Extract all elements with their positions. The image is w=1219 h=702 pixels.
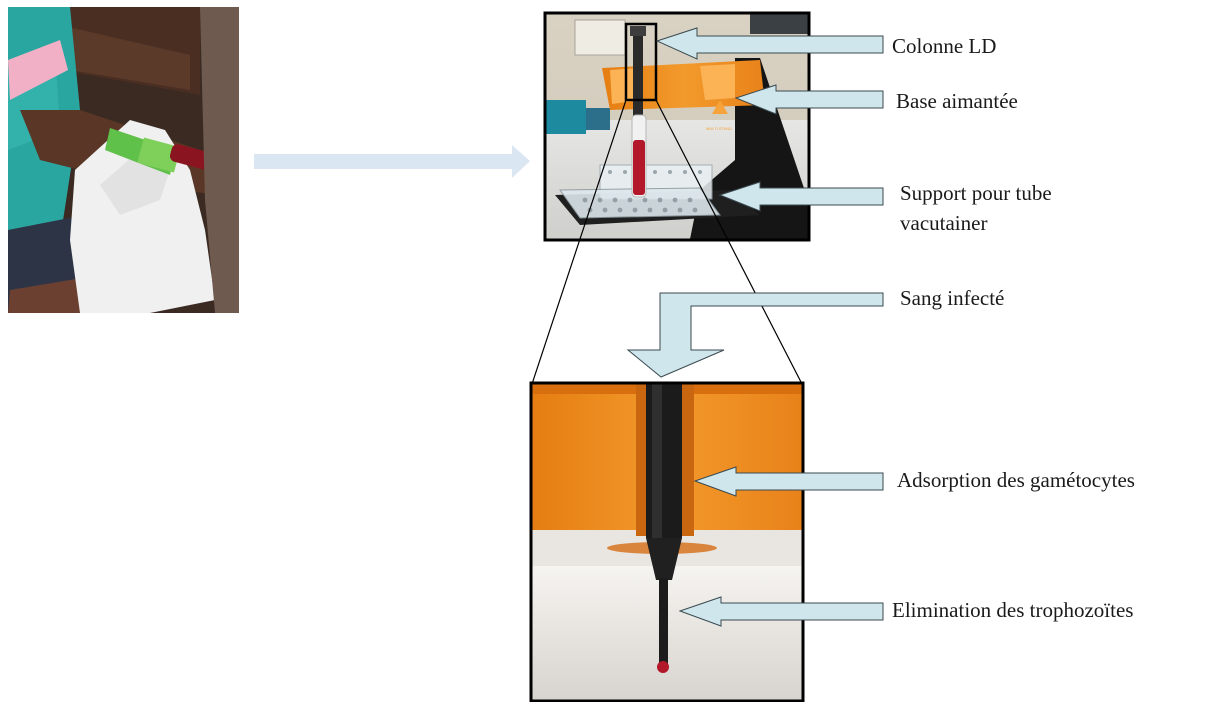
stand-logo-text: MULTI STAND [706, 126, 732, 131]
callout-arrow-colonne [655, 27, 884, 60]
label-support-line2: vacutainer [900, 211, 988, 235]
label-sang-infecte: Sang infecté [900, 286, 1005, 310]
photo-column-closeup [532, 384, 802, 700]
callout-arrow-elimination [678, 596, 884, 627]
label-colonne-ld: Colonne LD [892, 34, 997, 58]
photo-frame-stand [543, 11, 811, 242]
callout-arrow-base [734, 84, 884, 115]
callout-arrow-support [718, 181, 884, 212]
photo-blood-draw [8, 7, 239, 313]
zoom-lines [531, 99, 803, 385]
callout-arrow-adsorption [693, 466, 884, 497]
photo-frame-closeup [529, 381, 805, 702]
callout-arrow-sang [626, 292, 884, 378]
label-support-line1: Support pour tube [900, 181, 1052, 205]
label-base-aimantee: Base aimantée [896, 89, 1018, 113]
label-elimination: Elimination des trophozoïtes [892, 598, 1134, 622]
flow-arrow-big [254, 145, 530, 178]
label-adsorption: Adsorption des gamétocytes [897, 468, 1135, 492]
